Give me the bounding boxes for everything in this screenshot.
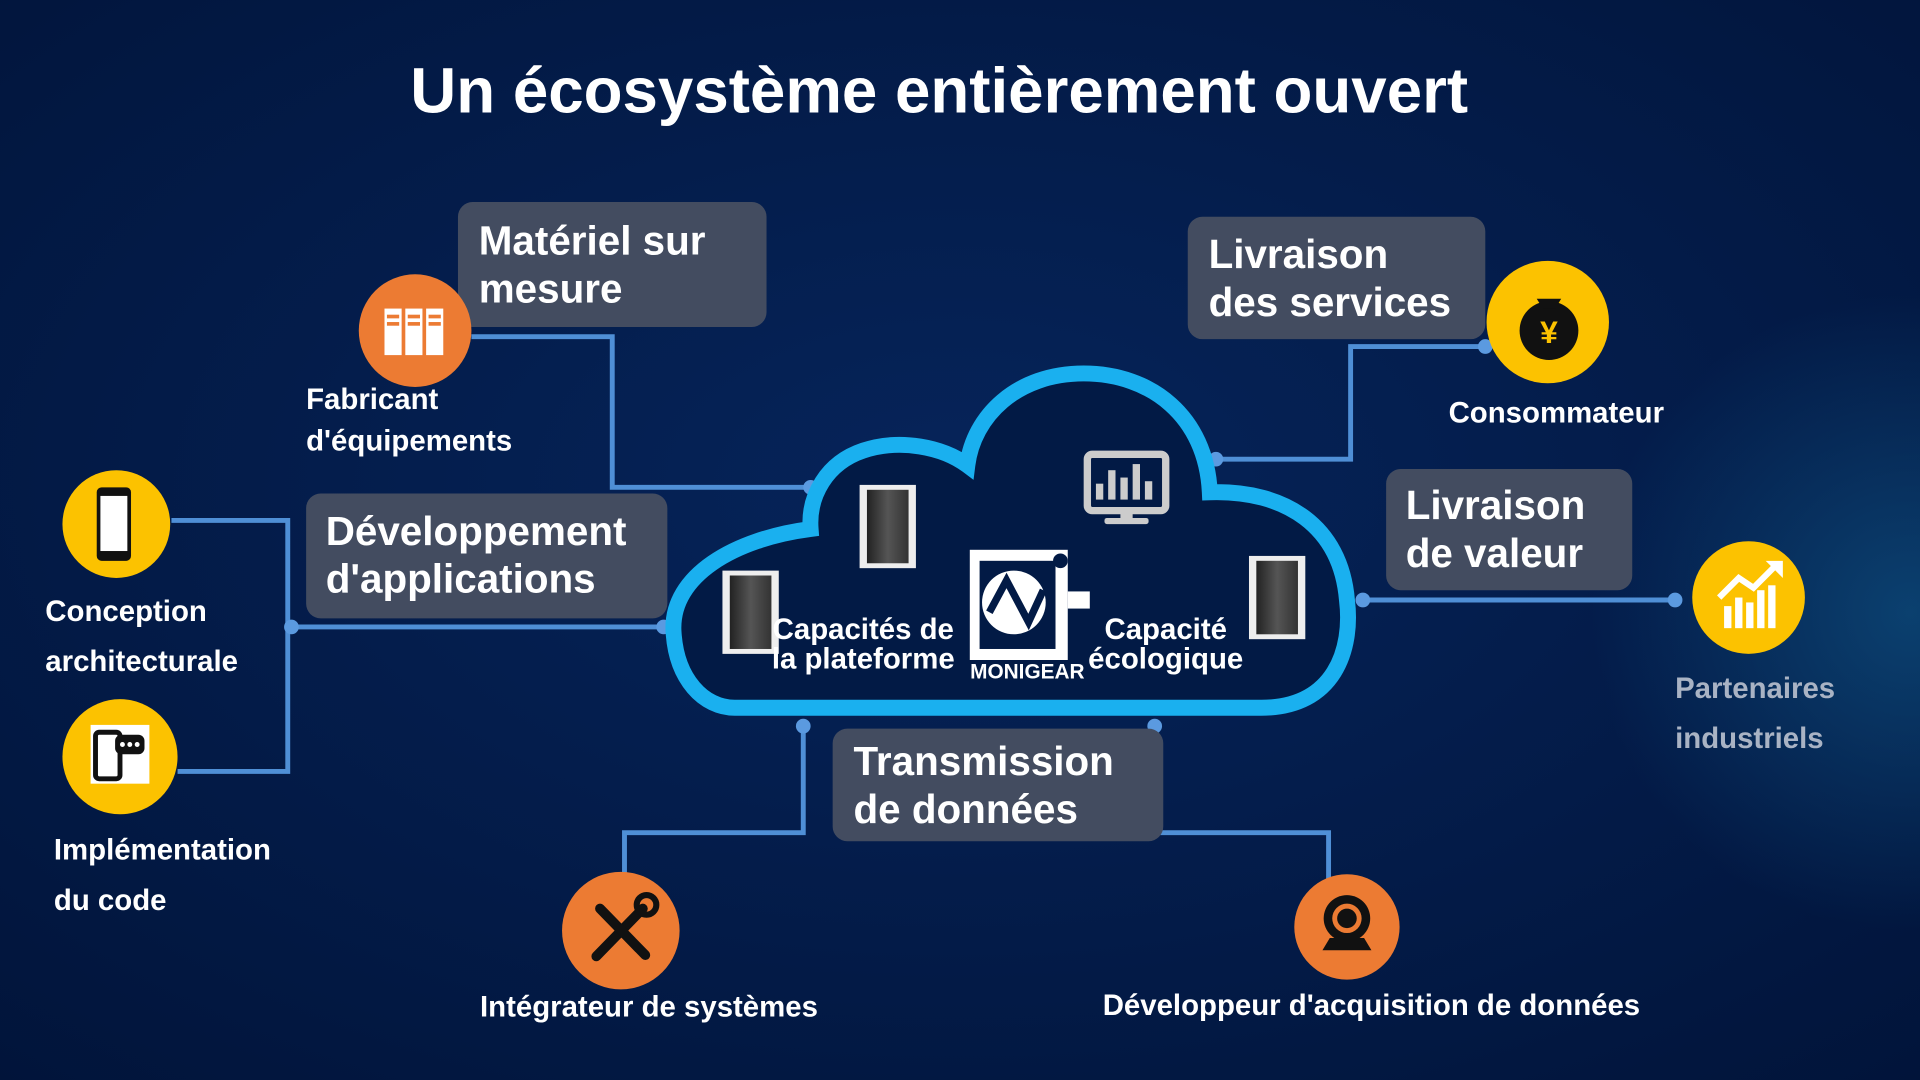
- node-consommateur: ¥ Consommateur: [1449, 260, 1664, 429]
- node-acquisition: Développeur d'acquisition de données: [1103, 874, 1640, 1022]
- svg-text:Consommateur: Consommateur: [1449, 396, 1664, 429]
- monigear-logo-text: MONIGEAR: [970, 660, 1084, 683]
- growth-chart-icon: [1717, 560, 1783, 629]
- svg-text:Développeur d'acquisition de d: Développeur d'acquisition de données: [1103, 989, 1640, 1022]
- webcam-icon: [1322, 895, 1372, 951]
- server-rack-icon: [1248, 555, 1306, 640]
- server-rack-icon: [722, 570, 779, 654]
- svg-text:Intégrateur de systèmes: Intégrateur de systèmes: [480, 990, 818, 1023]
- svg-text:¥: ¥: [1540, 314, 1558, 350]
- monitor-chart-icon: [1083, 450, 1170, 525]
- monigear-logo: MONIGEAR: [969, 549, 1090, 683]
- tools-icon: [591, 892, 660, 962]
- money-bag-yen-icon: ¥: [1519, 298, 1579, 360]
- node-integrateur: Intégrateur de systèmes: [480, 871, 818, 1023]
- page-title: Un écosystème entièrement ouvert: [410, 56, 1468, 127]
- server-cabinets-icon: [384, 308, 444, 356]
- cloud-outline: [665, 365, 1356, 716]
- smartphone-icon: [96, 487, 132, 561]
- phone-chat-icon: [90, 724, 150, 784]
- server-rack-icon: [859, 484, 916, 569]
